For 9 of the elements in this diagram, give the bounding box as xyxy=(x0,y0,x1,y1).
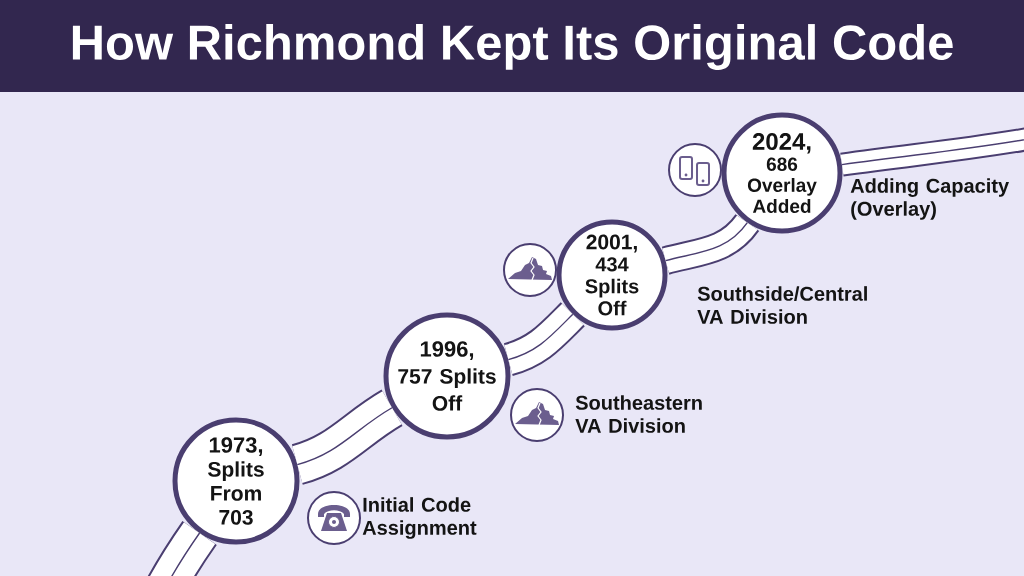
road xyxy=(291,389,403,485)
road xyxy=(503,302,585,376)
title-bar: How Richmond Kept Its Original Code xyxy=(0,0,1024,92)
milestone-caption: Initial Code Assignment xyxy=(362,497,477,539)
road xyxy=(662,213,759,275)
milestone-caption: Southside/Central VA Division xyxy=(697,286,867,324)
milestone-caption: Adding Capacity (Overlay) xyxy=(850,178,1009,220)
road xyxy=(840,125,1024,177)
milestone-caption: Southeastern VA Division xyxy=(575,395,702,433)
